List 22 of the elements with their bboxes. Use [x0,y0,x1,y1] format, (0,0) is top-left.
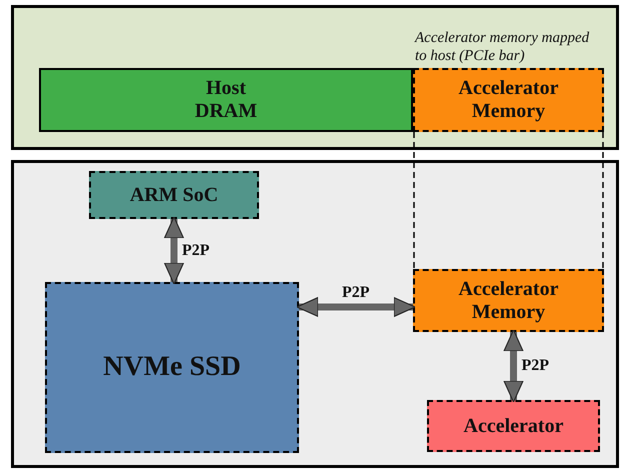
projection-line [413,131,604,270]
node-label: ARM SoC [130,184,218,206]
host-dram-box [39,68,413,132]
node-label: Host DRAM [194,77,258,123]
host-panel [11,5,619,150]
annotation-text: Accelerator memory mapped to host (PCIe bar) [415,29,590,65]
node-label: Accelerator Memory [458,77,560,123]
soc-box [89,171,259,219]
double-arrow [296,297,416,317]
edge-label: P2P [182,242,210,260]
accelerator-memory-box [413,68,604,132]
double-arrow [504,329,524,403]
accelerator-box [427,400,600,452]
ssd-box [45,282,299,453]
node-label: Accelerator Memory [458,278,560,324]
device-panel [11,160,619,468]
node-label: Accelerator [464,414,564,438]
accelerator-memory-box [413,269,604,332]
double-arrow [164,216,184,285]
node-label: NVMe SSD [103,351,241,384]
edge-label: P2P [522,357,550,375]
edge-label: P2P [342,284,370,302]
